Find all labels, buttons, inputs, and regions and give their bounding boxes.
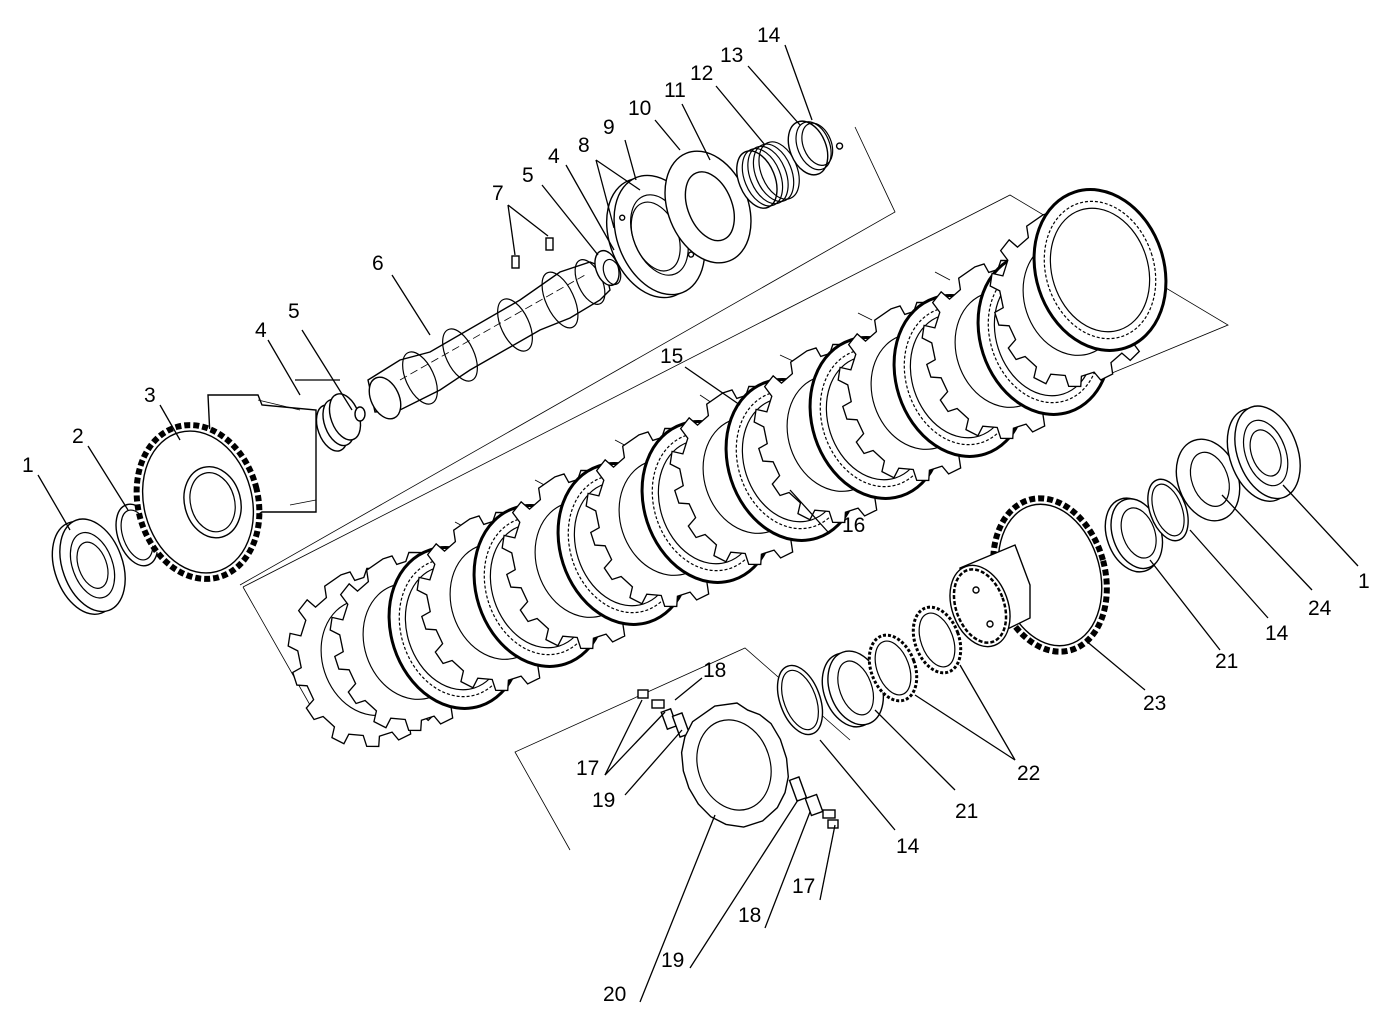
needle-bearing-22b: [911, 605, 963, 675]
callout-24: 24: [1308, 597, 1332, 620]
bearing-right: [1226, 405, 1301, 502]
seal-rings-4-left: [315, 393, 362, 452]
callout-1-right: 1: [1358, 570, 1370, 593]
callout-13: 13: [720, 44, 743, 67]
bolt-17-upper: [637, 689, 665, 709]
callout-11: 11: [664, 79, 686, 102]
callout-23: 23: [1143, 692, 1166, 715]
set-screws-7: [511, 237, 554, 269]
callout-4-left: 4: [255, 319, 267, 342]
callout-7: 7: [492, 182, 504, 205]
callout-14-right: 14: [1265, 622, 1289, 645]
block-19-upper: [671, 712, 691, 738]
retainer-13: [787, 120, 844, 176]
callout-15: 15: [660, 345, 683, 368]
needle-bearing-22a: [867, 633, 919, 703]
thrust-washer-21-left: [821, 650, 885, 728]
callout-19-upper: 19: [592, 789, 615, 812]
callout-12: 12: [690, 62, 713, 85]
shaft-6: [367, 259, 611, 420]
callout-5-right: 5: [522, 164, 534, 187]
callout-14-mid: 14: [896, 835, 920, 858]
callout-16: 16: [842, 514, 865, 537]
callout-20: 20: [603, 983, 626, 1006]
callout-17-lower: 17: [792, 875, 815, 898]
snap-ring-14-right: [1147, 478, 1189, 542]
bearing-left: [51, 518, 126, 615]
callout-2: 2: [72, 425, 84, 448]
callout-3: 3: [144, 384, 156, 407]
callout-21-right: 21: [1215, 650, 1238, 673]
leader-lines: [37, 44, 1359, 1003]
callout-21-left: 21: [955, 800, 978, 823]
block-19-lower: [788, 776, 808, 802]
seal-10: [664, 150, 752, 264]
callout-14-top: 14: [757, 24, 781, 47]
gear-23: [949, 495, 1110, 655]
bolt-17-lower: [822, 809, 839, 829]
callout-9: 9: [603, 116, 615, 139]
callout-10: 10: [628, 97, 651, 120]
callout-8: 8: [578, 134, 590, 157]
block-18-lower: [804, 793, 824, 817]
gear-3: [133, 394, 317, 582]
thrust-washer-21-right: [1104, 497, 1164, 573]
callout-19-lower: 19: [661, 949, 684, 972]
callout-5-left: 5: [288, 300, 300, 323]
callout-1-left: 1: [22, 454, 34, 477]
callout-22: 22: [1017, 762, 1040, 785]
callout-numbers: 1 2 3 4 5 6 7 5 4 8 9 10 11 12 13 14 15 …: [22, 24, 1370, 1006]
snap-plate-20: [680, 702, 790, 828]
callout-17-upper: 17: [576, 757, 599, 780]
callout-18-upper: 18: [703, 659, 726, 682]
callout-6: 6: [372, 252, 384, 275]
callout-4-right: 4: [548, 145, 560, 168]
plug-5-left: [354, 406, 366, 422]
snap-ring-14-mid: [776, 664, 824, 736]
callout-18-lower: 18: [738, 904, 761, 927]
